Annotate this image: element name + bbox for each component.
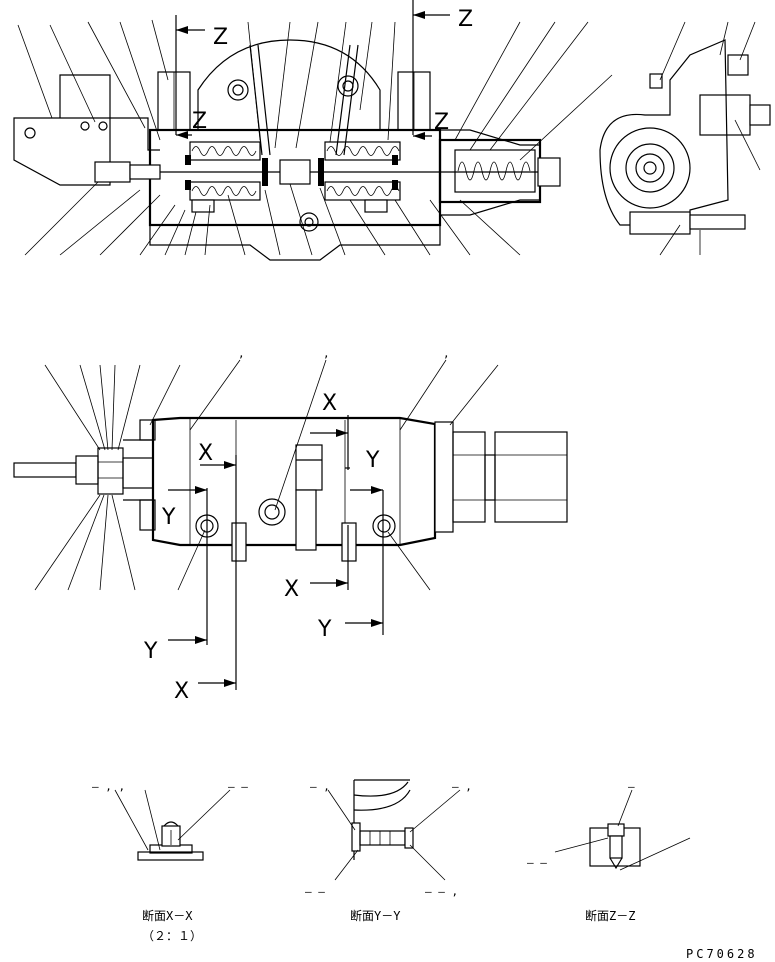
middle-view <box>13 416 568 562</box>
section-mark-y-bottom: Y <box>143 639 158 664</box>
top-main-view <box>13 39 561 261</box>
section-mark-z-top-left: Z <box>213 25 228 50</box>
section-xy-markers: X X Y Y X Y Y X <box>143 391 384 704</box>
section-captions: 断面X－X （２：１） 断面Y－Y 断面Z－Z <box>142 908 635 943</box>
top-end-view <box>599 21 771 256</box>
section-mark-z-mid-right: Z <box>434 110 449 135</box>
caption-section-yy: 断面Y－Y <box>350 908 401 923</box>
section-mark-z-top-right: Z <box>458 7 473 32</box>
svg-text:– , ,: – , , <box>92 780 125 793</box>
svg-text:– ,: – , <box>452 780 472 793</box>
section-mark-y-right-upper: Y <box>365 448 380 473</box>
section-yy-view: – , – , – – – – , <box>305 779 472 898</box>
caption-section-zz: 断面Z－Z <box>585 908 635 923</box>
section-mark-z-mid-left: Z <box>192 109 207 134</box>
section-mark-y-left-lower: Y <box>161 505 176 530</box>
section-xx-view: – , , – – <box>92 780 248 861</box>
svg-text:– –: – – <box>527 856 547 869</box>
svg-text:– –: – – <box>228 780 248 793</box>
section-mark-y-mid: Y <box>317 617 332 642</box>
svg-text:–: – <box>628 780 635 793</box>
svg-text:– ,: – , <box>310 780 330 793</box>
section-mark-x-top: X <box>322 391 337 416</box>
section-mark-x-left: X <box>198 441 213 466</box>
caption-section-xx: 断面X－X <box>142 908 193 923</box>
section-mark-x-mid: X <box>284 577 299 602</box>
section-z-markers: Z Z Z Z <box>175 0 473 140</box>
svg-text:,: , <box>238 347 245 360</box>
section-mark-x-bottom: X <box>174 679 189 704</box>
svg-text:,: , <box>443 347 450 360</box>
drawing-code: PC70628 <box>686 947 758 961</box>
section-zz-view: – – – <box>527 780 691 871</box>
svg-text:– – ,: – – , <box>425 885 458 898</box>
caption-section-xx-scale: （２：１） <box>142 929 202 943</box>
svg-text:,: , <box>323 347 330 360</box>
middle-leader-lines: , , , <box>34 347 499 591</box>
svg-text:– –: – – <box>305 885 325 898</box>
top-leader-lines <box>17 19 613 256</box>
